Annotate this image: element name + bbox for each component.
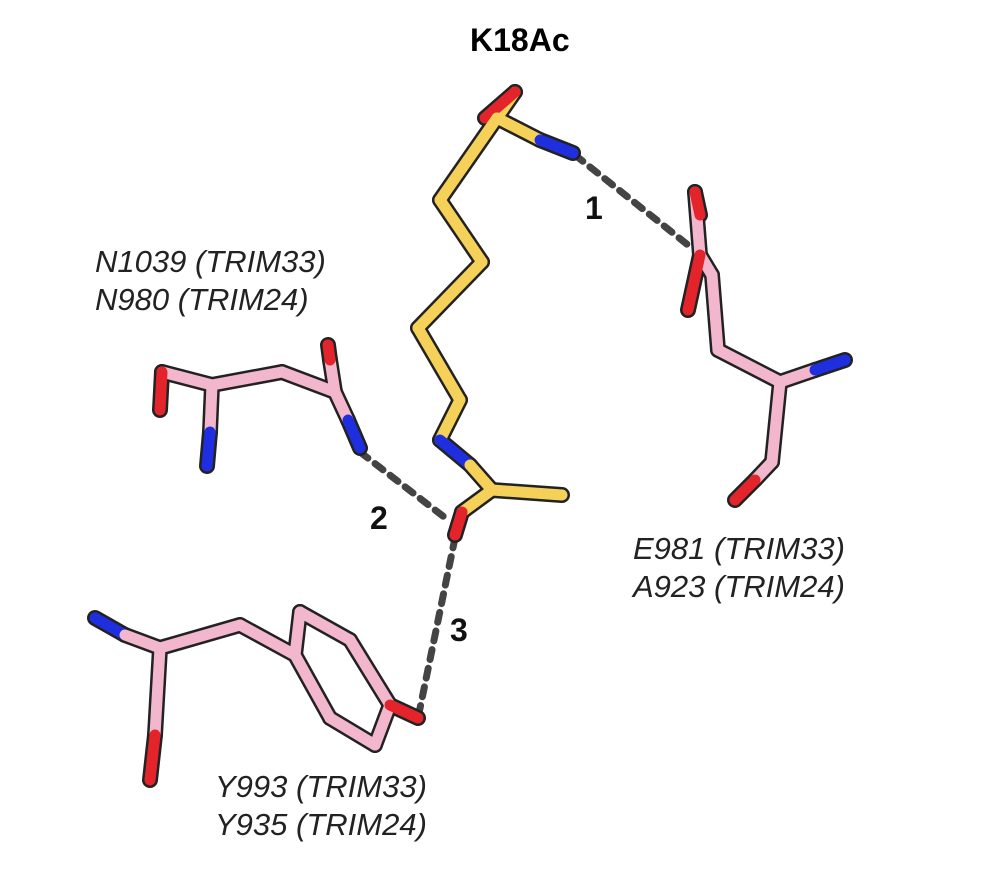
- e-res-bond: [766, 376, 786, 468]
- n-res-nd2: [342, 414, 366, 454]
- e-res-oe1: [689, 186, 706, 221]
- y-res-oh: [384, 699, 424, 724]
- ligand-bond: [434, 394, 466, 446]
- hbond-label-3: 3: [450, 612, 468, 648]
- y-res-ring: [289, 606, 306, 661]
- residue-label-e: E981 (TRIM33) A923 (TRIM24): [633, 530, 845, 606]
- residue-label-y-line1: Y993 (TRIM33): [215, 769, 427, 804]
- e-res-oe2: [682, 249, 706, 316]
- e-res-o: [729, 474, 761, 506]
- y-res-ring: [369, 699, 396, 751]
- e-res-bond: [706, 269, 724, 356]
- ligand-bond: [486, 484, 568, 501]
- ligand-title: K18Ac: [470, 22, 570, 58]
- ligand-acetyl-o: [449, 506, 468, 541]
- n-res-bond: [156, 366, 218, 391]
- residue-label-e-line2: A923 (TRIM24): [633, 569, 845, 604]
- ligand-bond: [412, 256, 488, 334]
- residue-label-e-line1: E981 (TRIM33): [633, 531, 845, 566]
- hbond-label-1: 1: [585, 190, 603, 226]
- residue-label-y-line2: Y935 (TRIM24): [215, 807, 427, 842]
- ligand-bond: [412, 322, 466, 406]
- hbond-3-line: [414, 534, 459, 722]
- residue-label-n-line1: N1039 (TRIM33): [95, 244, 326, 279]
- y-res-bond: [119, 629, 166, 654]
- ligand-bond: [464, 459, 498, 496]
- y-res-ring: [324, 712, 381, 751]
- ligand-bond: [456, 484, 498, 518]
- hbond-2-line: [356, 448, 452, 524]
- e-res-n: [809, 354, 851, 376]
- hydrogen-bond-lines: [356, 151, 692, 722]
- n-res-n: [201, 426, 216, 472]
- y-res-bond: [154, 619, 246, 654]
- n-res-od1: [322, 339, 336, 366]
- residue-label-n-line2: N980 (TRIM24): [95, 282, 309, 317]
- ligand-bond: [434, 194, 488, 268]
- n-res-bond: [204, 379, 218, 438]
- y-res-bond: [234, 619, 301, 661]
- residue-label-y: Y993 (TRIM33) Y935 (TRIM24): [215, 768, 427, 844]
- ligand-nz: [434, 434, 476, 471]
- y-res-ring: [294, 606, 356, 646]
- hbond-label-2: 2: [370, 500, 388, 536]
- y-res-n: [89, 612, 131, 641]
- e-res-bond: [712, 344, 786, 388]
- n-res-bond: [206, 366, 288, 391]
- ligand-bond: [491, 112, 546, 146]
- ligand-carbonyl-o: [479, 86, 521, 124]
- ligand-bond: [434, 112, 503, 206]
- hbond-1-line: [571, 151, 692, 249]
- ligand-amide-n: [534, 134, 579, 159]
- y-res-o: [144, 729, 161, 786]
- y-res-ring: [289, 649, 336, 724]
- y-res-ring: [344, 634, 396, 711]
- n-res-bond: [276, 366, 341, 398]
- e-res-bond: [774, 364, 821, 388]
- y-res-bond: [149, 642, 166, 741]
- residue-label-n: N1039 (TRIM33) N980 (TRIM24): [95, 243, 326, 319]
- n-res-o: [154, 366, 168, 416]
